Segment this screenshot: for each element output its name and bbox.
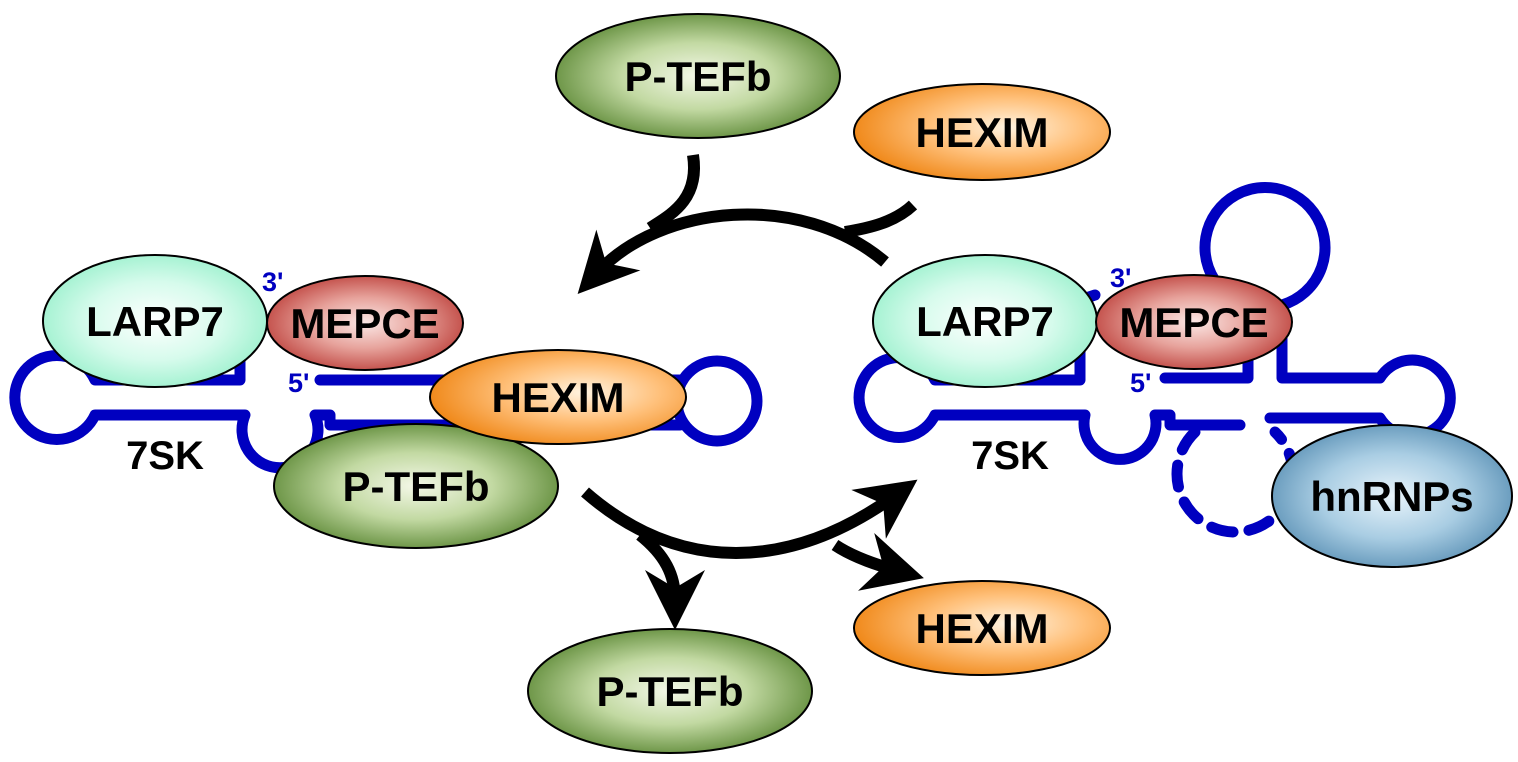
bottom-ptefb-label: P-TEFb: [597, 668, 744, 715]
bottom-hexim-oval: [853, 580, 1111, 676]
ptefb-release-branch: [636, 530, 705, 630]
left-ptefb-oval: [273, 423, 559, 549]
bottom-ptefb: P-TEFb: [527, 628, 813, 754]
right-rna-5prime-strand: [1159, 181, 1456, 442]
assembly-arrow: [577, 208, 889, 294]
left-complex: LARP7 MEPCE 3' 5' P-TEFb HEXIM 7SK: [42, 254, 687, 549]
right-complex: LARP7 MEPCE 3' 5' hnRNPs 7SK: [872, 254, 1513, 568]
bottom-hexim-label: HEXIM: [915, 605, 1048, 652]
left-hexim-label: HEXIM: [491, 374, 624, 421]
left-3prime-label: 3': [262, 267, 283, 297]
left-mepce-label: MEPCE: [290, 300, 439, 347]
right-larp7-label: LARP7: [916, 298, 1054, 345]
top-ptefb-label: P-TEFb: [625, 53, 772, 100]
left-rna-terminal-loop: [671, 355, 763, 447]
left-hexim-oval: [429, 349, 687, 445]
cycle-arrows: [577, 154, 924, 630]
right-mepce-label: MEPCE: [1119, 299, 1268, 346]
right-mepce-oval: [1095, 274, 1293, 370]
left-5prime-label: 5': [288, 368, 309, 398]
top-hexim-label: HEXIM: [915, 109, 1048, 156]
right-3prime-label: 3': [1110, 263, 1131, 293]
bottom-ptefb-oval: [527, 628, 813, 754]
right-5prime-label: 5': [1130, 368, 1151, 398]
left-7sk-label: 7SK: [126, 434, 204, 478]
release-arrow: [581, 479, 918, 559]
hexim-release-branch: [831, 533, 924, 591]
top-ptefb: P-TEFb: [555, 13, 841, 139]
left-mepce-oval: [266, 275, 464, 371]
right-hnrnps-oval: [1271, 424, 1513, 568]
left-ptefb-label: P-TEFb: [343, 463, 490, 510]
left-larp7-label: LARP7: [86, 298, 224, 345]
right-hnrnps-label: hnRNPs: [1310, 473, 1473, 520]
top-hexim: HEXIM: [853, 83, 1111, 181]
hexim-joining-stroke: [844, 200, 918, 238]
bottom-hexim: HEXIM: [853, 580, 1111, 676]
top-hexim-oval: [853, 83, 1111, 181]
top-ptefb-oval: [555, 13, 841, 139]
right-7sk-label: 7SK: [971, 434, 1049, 478]
ptefb-joining-stroke: [646, 154, 701, 234]
